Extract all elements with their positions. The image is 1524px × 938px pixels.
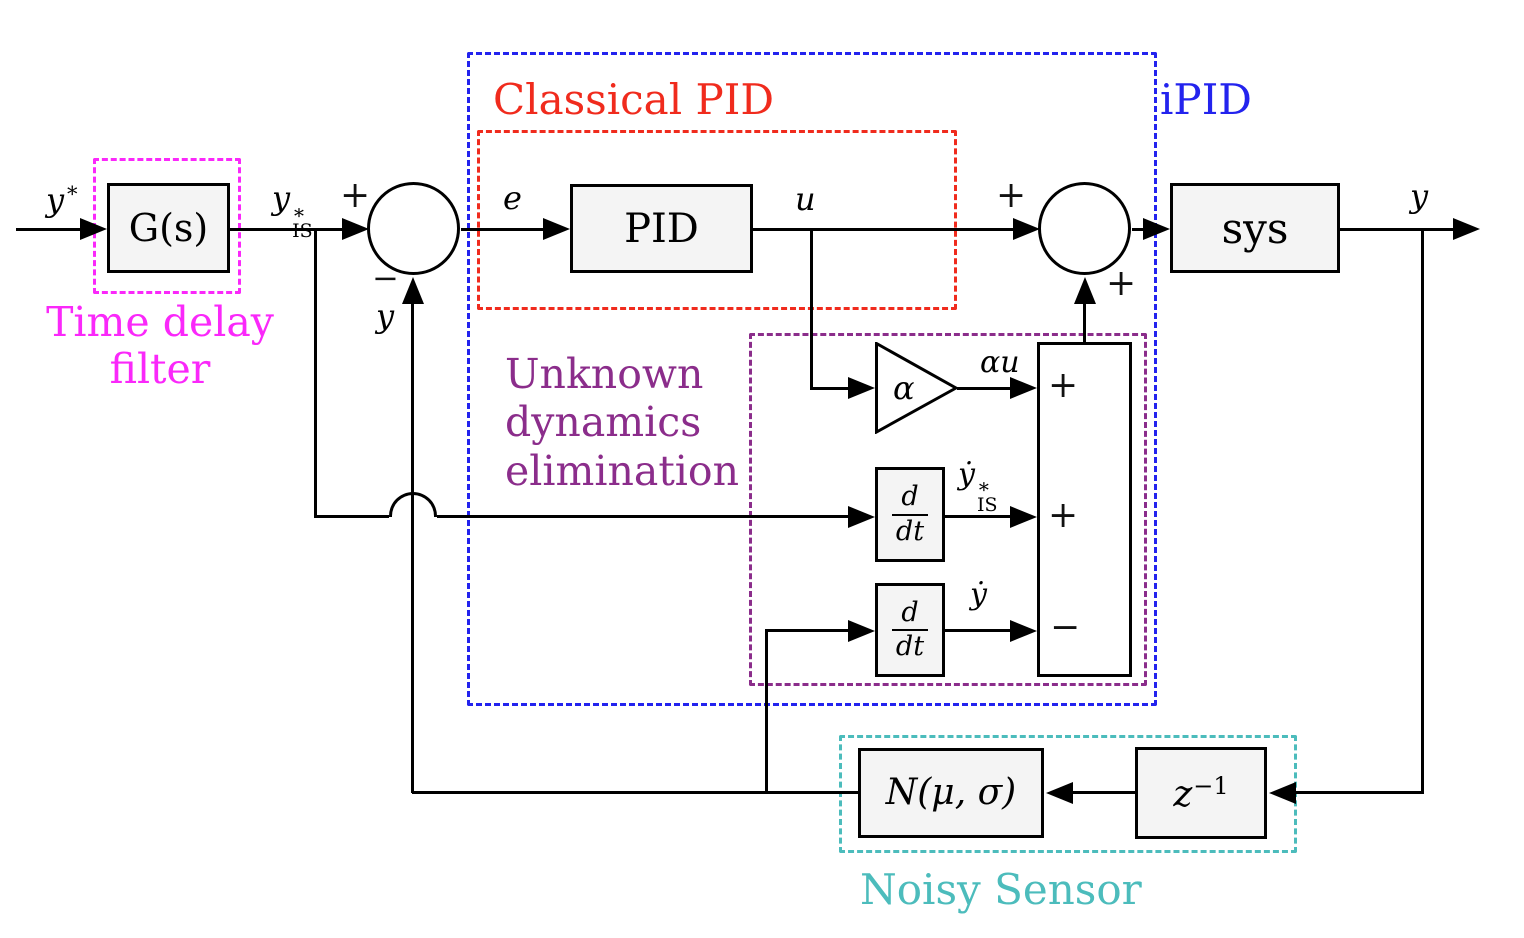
unknown-dynamics-label: Unknown dynamics elimination — [505, 350, 740, 495]
feedback-down-line — [1421, 229, 1424, 794]
sum-column-plus-1: + — [1048, 365, 1079, 406]
arrowhead-into-sum2 — [1013, 218, 1040, 240]
delay-to-noise-line — [1072, 791, 1135, 794]
arrowhead-into-gain — [848, 377, 875, 399]
error-label: e — [503, 179, 522, 217]
sum2-to-sys-line — [1132, 228, 1146, 231]
reference-label: y∗ — [46, 178, 80, 219]
sum2-plus-sign-left: + — [996, 175, 1027, 216]
noisy-feedback-line — [412, 791, 860, 794]
feedback-to-delay-line — [1295, 791, 1423, 794]
column-to-sum2-line — [1083, 300, 1086, 342]
classical-pid-label: Classical PID — [493, 75, 775, 124]
sum2-plus-sign-bottom: + — [1106, 263, 1137, 304]
reference-line — [16, 228, 84, 231]
scaled-control-line — [957, 387, 1013, 390]
arrowhead-into-gs — [80, 218, 107, 240]
sum1-plus-sign: + — [340, 175, 371, 216]
reference-derivative-label: ẏ∗IS — [958, 457, 998, 516]
noisy-feedback-branch-line — [765, 631, 768, 792]
sum-junction-2 — [1038, 182, 1131, 275]
filtered-reference-line — [230, 228, 345, 231]
arrowhead-up-into-sum2 — [1074, 277, 1096, 304]
arrowhead-into-delay — [1269, 782, 1296, 804]
sum1-minus-sign: − — [372, 259, 399, 297]
reference-derivative-out-line — [945, 515, 1013, 518]
noise-block: N(μ, σ) — [858, 748, 1044, 838]
arrowhead-into-sys — [1143, 218, 1170, 240]
fraction-bar — [892, 629, 928, 631]
arrowhead-scaled-into-column — [1010, 377, 1037, 399]
control-line — [753, 228, 1016, 231]
control-branch-vline — [810, 229, 813, 389]
gain-triangle — [875, 342, 959, 434]
arrowhead-output — [1453, 218, 1480, 240]
sys-block-label: sys — [1221, 203, 1289, 253]
sys-block: sys — [1170, 183, 1340, 273]
reference-derivative-line-left — [314, 515, 389, 518]
sum-column-plus-2: + — [1048, 495, 1079, 536]
fraction-bar — [892, 513, 928, 516]
unit-delay-label: z−1 — [1173, 771, 1229, 815]
sum-column-minus: − — [1050, 607, 1081, 648]
noise-block-label: N(μ, σ) — [885, 772, 1017, 813]
control-label: u — [795, 180, 816, 218]
feedback-label: y — [376, 297, 395, 335]
output-derivative-label: ẏ — [970, 577, 987, 612]
gs-block: G(s) — [107, 183, 230, 273]
sum-junction-1 — [367, 182, 460, 275]
sum-column — [1037, 342, 1132, 677]
pid-block: PID — [570, 184, 753, 273]
time-delay-filter-label: Time delay filter — [46, 298, 274, 394]
unknown-dynamics-group-box — [749, 333, 1147, 686]
derivative-block-2: d dt — [875, 583, 945, 677]
reference-branch-line — [314, 229, 317, 518]
output-label: y — [1410, 177, 1429, 215]
arrowhead-into-derivative-1 — [848, 506, 875, 528]
classical-pid-group-box — [477, 130, 957, 310]
output-derivative-in-line — [765, 629, 851, 632]
derivative-block-1: d dt — [875, 467, 945, 562]
arrowhead-outderiv-into-column — [1010, 620, 1037, 642]
arrowhead-refderiv-into-column — [1010, 506, 1037, 528]
reference-derivative-line-right — [437, 515, 851, 518]
arrowhead-into-pid — [543, 218, 570, 240]
gain-label: α — [893, 369, 915, 407]
gs-block-label: G(s) — [128, 206, 209, 250]
noisy-sensor-label: Noisy Sensor — [860, 865, 1142, 914]
feedback-up-line — [411, 300, 414, 793]
arrowhead-into-noise — [1046, 782, 1073, 804]
pid-block-label: PID — [624, 205, 699, 252]
arrowhead-up-into-sum1 — [402, 277, 424, 304]
ipid-label: iPID — [1160, 75, 1252, 124]
control-branch-hline — [810, 387, 851, 390]
output-line — [1340, 228, 1456, 231]
arrowhead-into-sum1 — [342, 218, 369, 240]
ipid-group-box — [467, 52, 1157, 706]
derivative-1-label: d dt — [892, 482, 928, 546]
scaled-control-label: αu — [980, 345, 1020, 380]
output-derivative-out-line — [944, 629, 1013, 632]
derivative-2-label: d dt — [892, 598, 928, 662]
filtered-reference-label: y∗IS — [272, 179, 313, 242]
unit-delay-block: z−1 — [1135, 747, 1267, 839]
error-line — [461, 228, 546, 231]
arrowhead-into-derivative-2 — [848, 620, 875, 642]
